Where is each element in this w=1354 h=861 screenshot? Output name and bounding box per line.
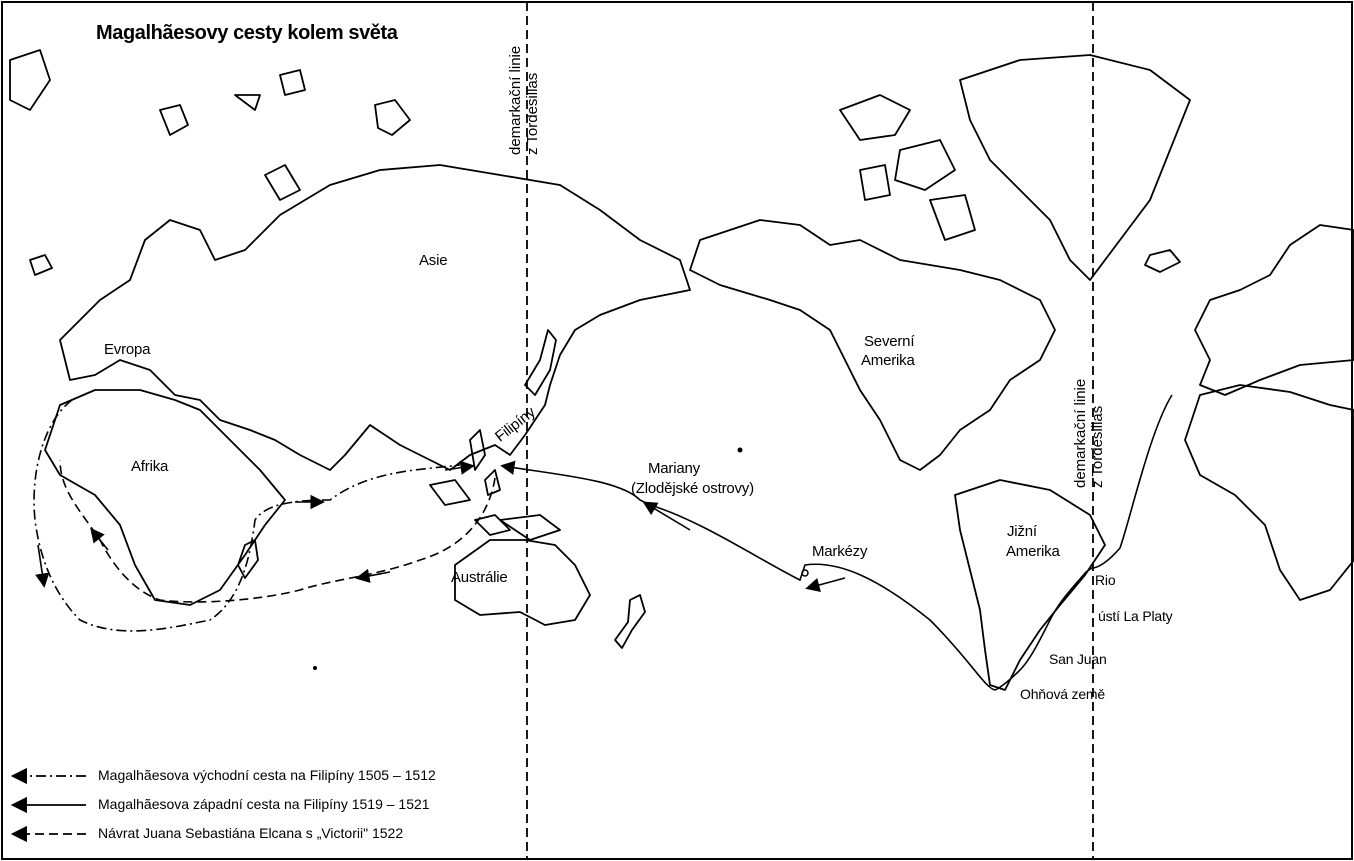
coastline-indonesia bbox=[429, 479, 561, 541]
label-severni: Severní bbox=[864, 333, 915, 350]
label-mariany-sub: (Zlodějské ostrovy) bbox=[631, 480, 754, 497]
coastline-severnaya bbox=[374, 99, 411, 136]
coastline-novaya bbox=[264, 164, 301, 201]
coastline-svalbard bbox=[9, 49, 306, 136]
legend-line-dash-dot bbox=[10, 767, 86, 785]
label-evropa: Evropa bbox=[104, 341, 151, 358]
demarcation-label-east: demarkační linie z Tordesillas bbox=[1072, 378, 1106, 488]
demarcation-label-west: demarkační linie z Tordesillas bbox=[507, 45, 541, 155]
coastline-south-america bbox=[954, 479, 1106, 691]
label-severni-amerika: Amerika bbox=[861, 352, 915, 369]
legend-item-east-route: Magalhãesova východní cesta na Filipíny … bbox=[6, 766, 606, 786]
coastline-africa-east bbox=[1184, 384, 1354, 601]
marianas-dot bbox=[737, 447, 743, 453]
legend-text-west-route: Magalhãesova západní cesta na Filipíny 1… bbox=[98, 796, 430, 812]
legend-line-solid bbox=[10, 796, 86, 814]
coastline-japan bbox=[524, 329, 557, 396]
legend-text-return-route: Návrat Juana Sebastiána Elcana s „Victor… bbox=[98, 825, 404, 841]
label-san-juan: San Juan bbox=[1049, 651, 1107, 667]
route-west bbox=[500, 394, 1173, 691]
label-jizni: Jižní bbox=[1007, 523, 1037, 540]
label-jizni-amerika: Amerika bbox=[1006, 543, 1060, 560]
legend-item-west-route: Magalhãesova západní cesta na Filipíny 1… bbox=[6, 795, 606, 815]
label-afrika: Afrika bbox=[131, 458, 169, 475]
label-asie: Asie bbox=[419, 252, 448, 269]
island-dot bbox=[313, 666, 317, 670]
coastline-arctic-islands bbox=[839, 94, 976, 241]
coastline-greenland bbox=[959, 54, 1191, 281]
coastline-iceland bbox=[1144, 249, 1181, 273]
route-return bbox=[59, 459, 496, 603]
coastline-australia bbox=[454, 539, 591, 626]
map-title: Magalhãesovy cesty kolem světa bbox=[96, 22, 398, 44]
coastline-philippines bbox=[469, 429, 501, 496]
label-la-plata: ústí La Platy bbox=[1098, 608, 1173, 624]
coastline-north-america bbox=[689, 219, 1056, 471]
coastline-newzealand bbox=[614, 594, 646, 649]
legend-text-east-route: Magalhãesova východní cesta na Filipíny … bbox=[98, 767, 436, 783]
coastline-madagascar bbox=[237, 539, 259, 579]
marquesas-dot bbox=[801, 569, 809, 577]
label-australie: Austrálie bbox=[451, 569, 508, 586]
legend-line-dashed bbox=[10, 825, 86, 843]
coastline-africa bbox=[44, 389, 286, 606]
label-ohnova-zeme: Ohňová země bbox=[1020, 686, 1105, 702]
label-rio: Rio bbox=[1095, 572, 1116, 588]
coastline-europe-east bbox=[1194, 224, 1354, 396]
route-east bbox=[33, 399, 461, 632]
coastline-iceland-left bbox=[29, 254, 53, 276]
label-markezy: Markézy bbox=[812, 543, 868, 560]
label-mariany: Mariany bbox=[648, 460, 700, 477]
coastline-eurasia bbox=[59, 164, 691, 471]
legend-item-return-route: Návrat Juana Sebastiána Elcana s „Victor… bbox=[6, 824, 606, 844]
